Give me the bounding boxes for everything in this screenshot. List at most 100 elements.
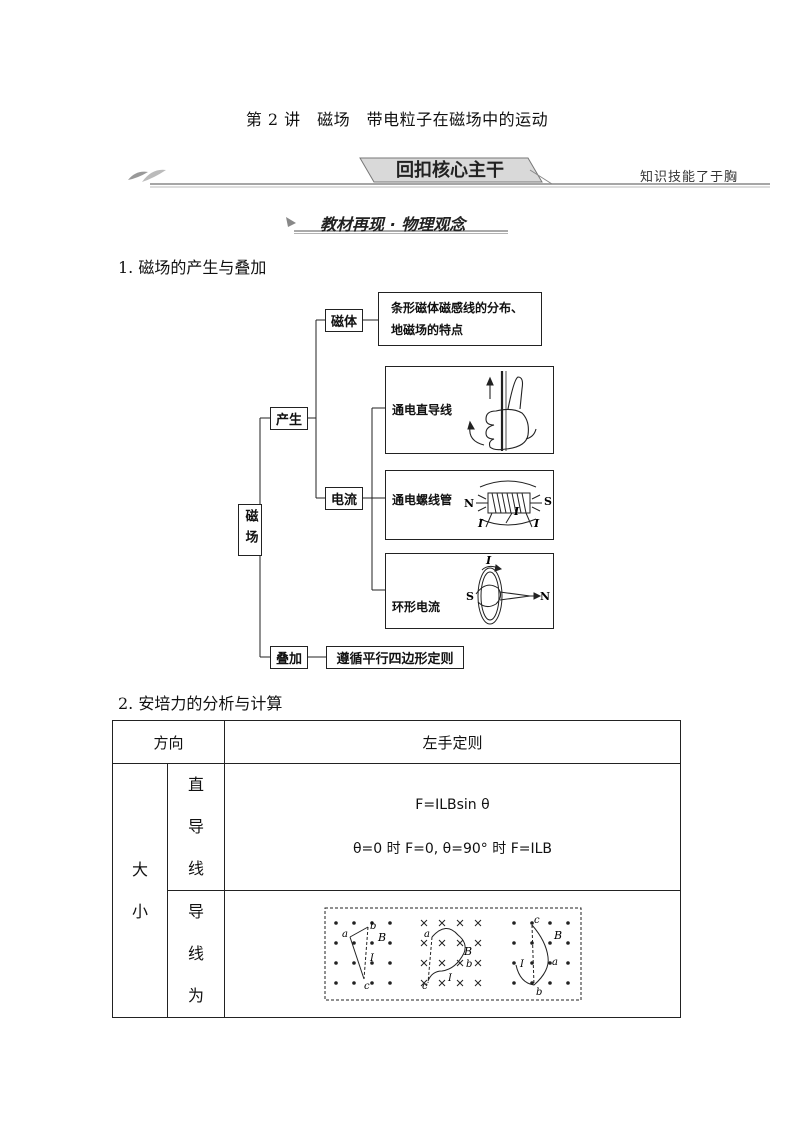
subbanner-title: 教材再现 · 物理观念 bbox=[320, 215, 466, 234]
field-dot bbox=[369, 921, 374, 925]
field-dot bbox=[387, 981, 392, 985]
field-dot bbox=[547, 981, 552, 985]
right-hand-wire-figure bbox=[467, 371, 537, 451]
solenoid-current-label: I bbox=[477, 517, 484, 530]
fig1-a: a bbox=[342, 929, 348, 940]
field-dot bbox=[387, 941, 392, 945]
field-dot bbox=[511, 981, 516, 985]
fig2-I: I bbox=[447, 973, 453, 984]
fig1-b: b bbox=[370, 921, 376, 932]
size-label-text: 大小 bbox=[131, 859, 148, 921]
field-cross bbox=[474, 959, 481, 967]
fig3-c: c bbox=[534, 915, 540, 926]
field-dot bbox=[333, 921, 338, 925]
page-title: 第 2 讲 磁场 带电粒子在磁场中的运动 bbox=[245, 110, 549, 129]
fig3-a: a bbox=[552, 957, 558, 968]
field-dot bbox=[333, 961, 338, 965]
pen-icon bbox=[286, 217, 296, 227]
ring-current-i-label: I bbox=[485, 556, 492, 567]
fig2-b: b bbox=[466, 959, 472, 970]
fig2-c: c bbox=[422, 981, 428, 992]
fig3-B: B bbox=[553, 929, 562, 942]
solenoid-current-label-2: I bbox=[533, 517, 540, 530]
field-dot bbox=[351, 921, 356, 925]
solenoid-figure: N S I I I bbox=[464, 480, 552, 530]
bent-label-cell: 导线为 bbox=[167, 890, 225, 1018]
magnet-desc-line2: 地磁场的特点 bbox=[391, 323, 464, 337]
size-label-cell: 大小 bbox=[112, 763, 168, 1018]
ampere-force-table: 方向 左手定则 大小 直导线 F=ILBsin θ θ=0 时 F=0, θ=9… bbox=[112, 720, 681, 1018]
magnet-description-box: 条形磁体磁感线的分布、 地磁场的特点 bbox=[378, 292, 542, 346]
field-dot bbox=[369, 961, 374, 965]
direction-label-cell: 方向 bbox=[112, 720, 225, 764]
field-dot bbox=[511, 961, 516, 965]
field-cross bbox=[456, 959, 463, 967]
field-dot bbox=[333, 981, 338, 985]
field-cross bbox=[474, 919, 481, 927]
fig2-a: a bbox=[424, 929, 430, 940]
ring-n-label: N bbox=[540, 590, 550, 603]
field-dot bbox=[387, 961, 392, 965]
field-cross bbox=[420, 919, 427, 927]
magnet-desc-line1: 条形磁体磁感线的分布、 bbox=[391, 301, 524, 315]
field-dot bbox=[369, 981, 374, 985]
section2-heading: 2. 安培力的分析与计算 bbox=[118, 694, 283, 713]
straight-label-text: 直导线 bbox=[187, 775, 204, 878]
field-cross bbox=[456, 919, 463, 927]
fig1-c: c bbox=[364, 981, 370, 992]
solenoid-current-label-3: I bbox=[513, 505, 520, 518]
formula-line-1: F=ILBsin θ bbox=[415, 797, 490, 813]
field-cross bbox=[420, 979, 427, 987]
field-dot bbox=[351, 961, 356, 965]
straight-label-cell: 直导线 bbox=[167, 763, 225, 891]
tree-node-superpose: 叠加 bbox=[270, 646, 308, 669]
field-cross bbox=[420, 939, 427, 947]
field-dot bbox=[565, 961, 570, 965]
fig1-B: B bbox=[377, 931, 386, 944]
field-dot bbox=[511, 941, 516, 945]
straight-wire-label: 通电直导线 bbox=[392, 403, 453, 417]
field-dot bbox=[547, 921, 552, 925]
banner-slogan: 知识技能了于胸 bbox=[640, 170, 739, 185]
bent-wire-figures: a b c B I a b c B I c a b B I bbox=[324, 907, 581, 1001]
table-row-bent: 导线为 a b c B bbox=[113, 890, 681, 1018]
straight-wire-box: 通电直导线 bbox=[385, 366, 554, 454]
field-dot bbox=[369, 941, 374, 945]
section1-heading: 1. 磁场的产生与叠加 bbox=[118, 258, 267, 277]
field-dot bbox=[387, 921, 392, 925]
ring-current-label: 环形电流 bbox=[392, 600, 441, 614]
formula-line-2: θ=0 时 F=0, θ=90° 时 F=ILB bbox=[352, 841, 553, 857]
field-cross bbox=[438, 979, 445, 987]
solenoid-s-label: S bbox=[544, 495, 552, 508]
field-dot bbox=[333, 941, 338, 945]
table-row-straight: 大小 直导线 F=ILBsin θ θ=0 时 F=0, θ=90° 时 F=I… bbox=[112, 763, 681, 1018]
field-dot bbox=[565, 981, 570, 985]
field-cross bbox=[456, 979, 463, 987]
field-dot bbox=[529, 921, 534, 925]
tree-node-current: 电流 bbox=[325, 487, 363, 510]
superpose-rule-box: 遵循平行四边形定则 bbox=[326, 646, 464, 669]
field-cross bbox=[420, 959, 427, 967]
table-row-direction: 方向 左手定则 bbox=[112, 720, 681, 764]
fig1-I: I bbox=[369, 953, 375, 964]
ring-s-label: S bbox=[466, 590, 474, 603]
fig3-I: I bbox=[519, 959, 525, 970]
solenoid-label: 通电螺线管 bbox=[392, 493, 453, 507]
tree-node-produce: 产生 bbox=[270, 407, 308, 430]
subbanner-decoration bbox=[286, 217, 508, 234]
field-dot bbox=[547, 961, 552, 965]
solenoid-n-label: N bbox=[464, 497, 474, 510]
banner-title: 回扣核心主干 bbox=[396, 160, 504, 181]
field-dot bbox=[565, 941, 570, 945]
banner-tab bbox=[359, 157, 543, 183]
field-dot bbox=[351, 941, 356, 945]
field-dot bbox=[547, 941, 552, 945]
bent-figure-cell: a b c B I a b c B I c a b B I bbox=[224, 890, 681, 1018]
bent-label-text: 导线为 bbox=[187, 902, 204, 1005]
field-dot bbox=[351, 981, 356, 985]
field-dot bbox=[529, 941, 534, 945]
banner-decoration bbox=[128, 157, 770, 188]
field-cross bbox=[474, 939, 481, 947]
field-cross bbox=[438, 939, 445, 947]
field-cross bbox=[456, 939, 463, 947]
